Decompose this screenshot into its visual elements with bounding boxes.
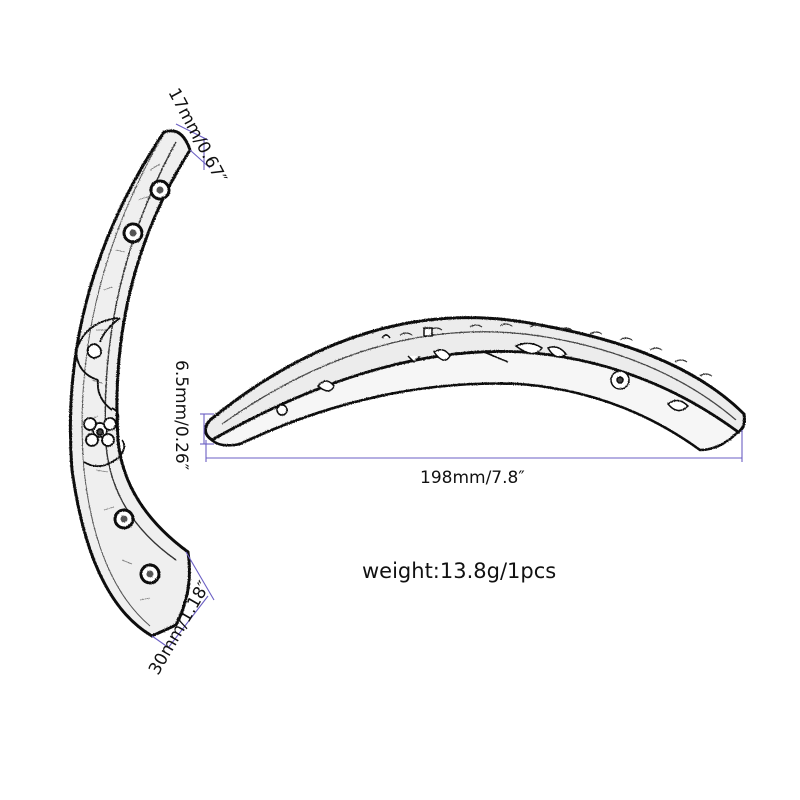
bridge-outer-edge [81,139,161,627]
length-label: 198mm/7.8″ [420,468,525,488]
side-engraving [276,327,690,416]
screw-hole [113,508,135,530]
bridge-side-bottom [209,350,740,452]
bridge-inner-edge [104,141,177,561]
dimension-length: 198mm/7.8″ [205,430,743,488]
floral-engraving [75,317,126,468]
wood-texture [89,163,161,601]
thickness-label: 6.5mm/0.26″ [171,360,191,470]
screw-hole [122,222,144,244]
scale-marks [399,323,713,377]
bridge-front-view [68,129,192,638]
weight-label: weight:13.8g/1pcs [362,559,556,583]
bridge-body-outline [68,129,192,638]
dimension-thickness: 6.5mm/0.26″ [171,360,214,470]
bridge-side-ridge [221,331,737,425]
bridge-side-view [204,316,746,452]
flower-icon [83,417,117,447]
screw-hole [139,563,161,585]
screw-hole [149,179,171,201]
